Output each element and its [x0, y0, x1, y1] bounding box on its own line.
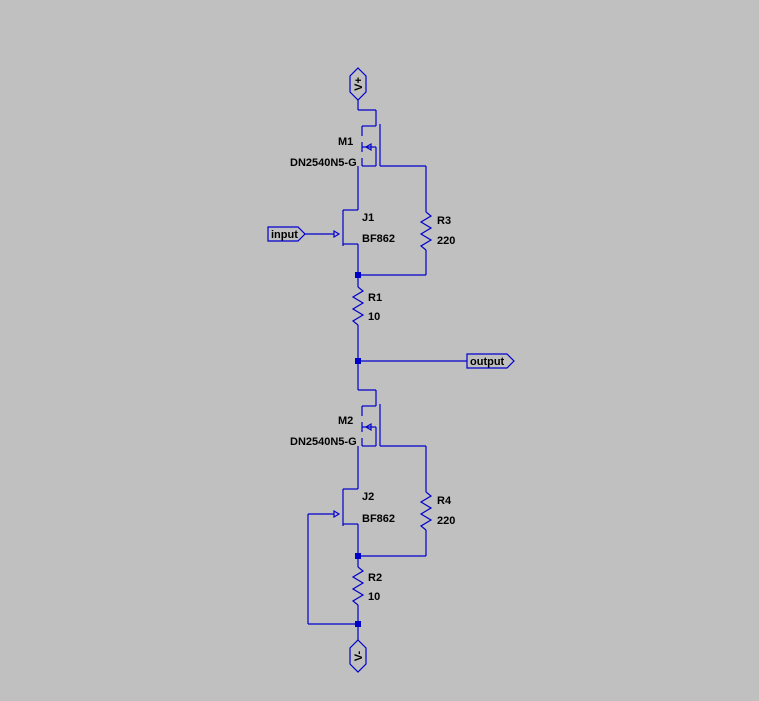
r3-resistor[interactable]: [419, 211, 433, 251]
input-label: input: [271, 229, 298, 241]
r4-value: 220: [437, 515, 455, 527]
m1-ref: M1: [338, 136, 353, 148]
j1-ref: J1: [362, 212, 374, 224]
r1-resistor[interactable]: [351, 286, 365, 326]
output-flag[interactable]: output: [466, 353, 515, 369]
vminus-flag[interactable]: V-: [349, 639, 367, 673]
m2-ref: M2: [338, 415, 353, 427]
r1-value: 10: [368, 311, 380, 323]
vminus-label: V-: [353, 650, 365, 661]
vplus-flag[interactable]: V+: [349, 67, 367, 101]
input-flag[interactable]: input: [267, 226, 306, 242]
r1-ref: R1: [368, 292, 382, 304]
r2-resistor[interactable]: [351, 566, 365, 606]
j1-model: BF862: [362, 233, 395, 245]
j2-model: BF862: [362, 513, 395, 525]
r2-value: 10: [368, 591, 380, 603]
r4-resistor[interactable]: [419, 491, 433, 531]
output-label: output: [470, 356, 505, 368]
vplus-label: V+: [353, 77, 365, 91]
j1-jfet-symbol[interactable]: [333, 209, 359, 275]
m1-model: DN2540N5-G: [290, 157, 357, 169]
r4-ref: R4: [437, 495, 452, 507]
m2-model: DN2540N5-G: [290, 436, 357, 448]
j2-jfet-symbol[interactable]: [333, 488, 359, 556]
m1-mosfet-symbol[interactable]: [357, 110, 381, 172]
r3-value: 220: [437, 235, 455, 247]
r2-ref: R2: [368, 572, 382, 584]
r3-ref: R3: [437, 215, 451, 227]
junction-3: [355, 621, 361, 627]
m2-mosfet-symbol[interactable]: [357, 390, 381, 452]
j2-ref: J2: [362, 491, 374, 503]
